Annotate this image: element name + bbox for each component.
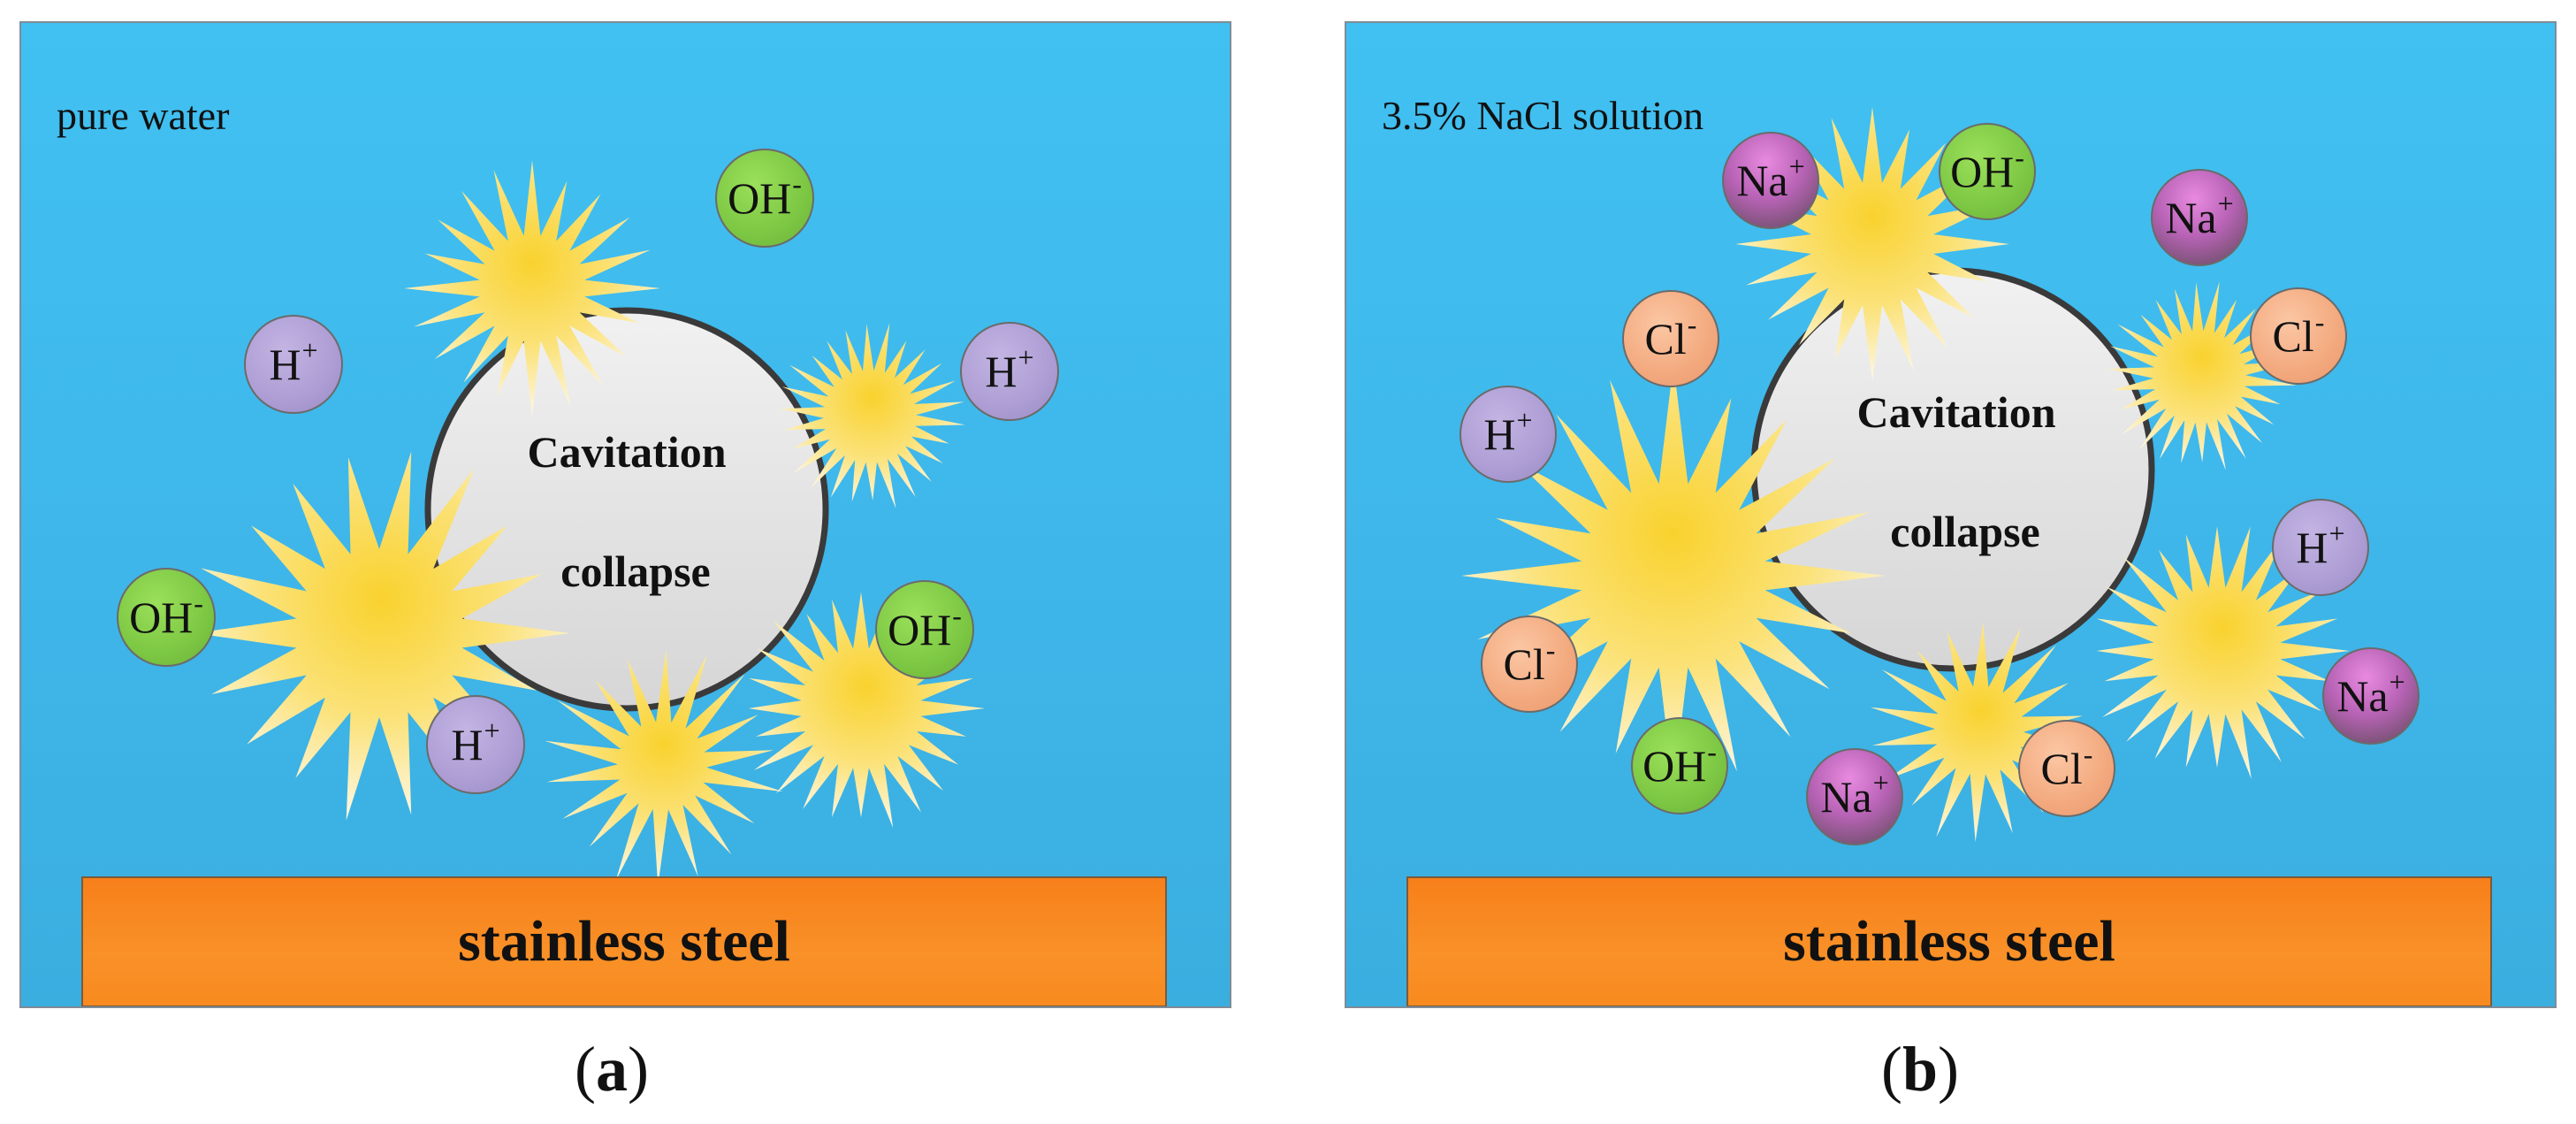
- chloride-ion: Cl-: [2250, 287, 2347, 385]
- shockwave-starburst: [2108, 281, 2297, 470]
- shockwave-starburst: [1735, 107, 2009, 381]
- shockwave-starburst: [2096, 526, 2350, 779]
- chloride-ion: Cl-: [1481, 616, 1578, 713]
- hydroxide-ion: OH-: [1631, 717, 1728, 814]
- chloride-ion: Cl-: [1622, 290, 1719, 387]
- hydroxide-ion: OH-: [1939, 123, 2036, 220]
- stainless-steel-substrate: stainless steel: [1406, 876, 2492, 1006]
- caption-b: (b): [1881, 1034, 1960, 1105]
- panel-nacl-solution: 3.5% NaCl solution Cavitation collapse N…: [1345, 21, 2557, 1008]
- hydroxide-ion: OH-: [715, 149, 814, 248]
- sodium-ion: Na+: [1722, 132, 1819, 229]
- bubble-label-line2: collapse: [1890, 507, 2040, 556]
- medium-label: 3.5% NaCl solution: [1382, 93, 1704, 138]
- shockwave-starburst: [1461, 363, 1886, 788]
- sodium-ion: Na+: [2151, 169, 2248, 266]
- hydrogen-ion: H+: [244, 315, 343, 414]
- panel-pure-water: pure water Cavitation collapse OH- H+ H+…: [19, 21, 1231, 1008]
- shockwave-starburst: [1870, 622, 2092, 842]
- shockwave-starburst: [404, 160, 660, 417]
- stainless-steel-substrate: stainless steel: [81, 876, 1167, 1006]
- bubble-label-line1: Cavitation: [527, 427, 727, 477]
- shockwave-starburst: [194, 451, 569, 821]
- hydroxide-ion: OH-: [875, 580, 974, 679]
- hydroxide-ion: OH-: [117, 568, 216, 667]
- shockwave-starburst: [545, 649, 783, 886]
- shockwave-starburst: [748, 592, 985, 829]
- bubble-label-line2: collapse: [560, 547, 711, 596]
- shockwave-starburst: [780, 323, 965, 508]
- bubble-label-line1: Cavitation: [1856, 387, 2056, 437]
- chloride-ion: Cl-: [2018, 720, 2115, 817]
- medium-label: pure water: [57, 93, 230, 138]
- panel-b-graphics: [1461, 107, 2350, 842]
- caption-a: (a): [575, 1034, 649, 1105]
- hydrogen-ion: H+: [2272, 499, 2369, 596]
- panel-a-graphics: [194, 160, 985, 886]
- hydrogen-ion: H+: [1459, 386, 1557, 483]
- sodium-ion: Na+: [1806, 748, 1903, 845]
- sodium-ion: Na+: [2322, 647, 2420, 745]
- hydrogen-ion: H+: [960, 322, 1059, 421]
- cavitation-bubble: [424, 307, 829, 712]
- hydrogen-ion: H+: [426, 695, 525, 794]
